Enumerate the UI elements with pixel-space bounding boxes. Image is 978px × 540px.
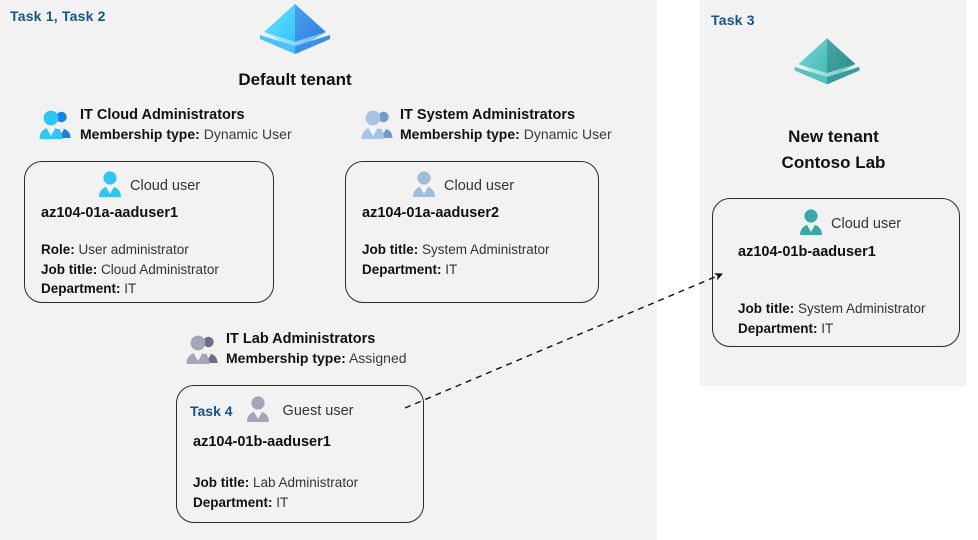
cloud-user-icon	[798, 208, 824, 240]
attr-label: Job title:	[193, 475, 250, 490]
attr-label: Job title:	[41, 261, 98, 277]
group-name: IT System Administrators	[400, 107, 576, 123]
attr-label: Job title:	[362, 242, 419, 257]
user-type-label: Cloud user	[444, 178, 515, 194]
group-users-icon-lab-admins	[185, 333, 221, 365]
attr-value: IT	[821, 320, 834, 336]
user-attributes: Role: User administrator Job title: Clou…	[41, 240, 219, 299]
attr-value: IT	[124, 281, 137, 296]
group-users-icon-system-admins	[360, 108, 396, 140]
user-attributes: Job title: System Administrator Departme…	[362, 240, 550, 279]
attribute-row: Department: IT	[193, 493, 358, 513]
attr-label: Department:	[41, 281, 121, 296]
task-label-4: Task 4	[190, 403, 233, 419]
user-attributes: Job title: System Administrator Departme…	[738, 299, 926, 338]
cloud-user-icon	[411, 170, 437, 202]
user-principal-name: az104-01a-aaduser1	[41, 205, 179, 221]
task-label-1-2: Task 1, Task 2	[10, 8, 106, 24]
user-card-az104-01b-aaduser1-cloud[interactable]: Cloud user az104-01b-aaduser1 Job title:…	[712, 198, 960, 347]
group-name: IT Cloud Administrators	[80, 107, 245, 123]
attr-value: User administrator	[78, 242, 189, 257]
membership-value: Assigned	[348, 350, 407, 366]
attr-label: Department:	[193, 494, 273, 510]
card-header: Cloud user	[411, 170, 514, 202]
new-tenant-name-line1: New tenant	[788, 127, 879, 146]
user-card-az104-01b-aaduser1-guest[interactable]: Task 4 Guest user az104-01b-aaduser1 Job…	[176, 385, 424, 523]
new-tenant-name-line2: Contoso Lab	[781, 153, 886, 172]
guest-user-icon	[245, 395, 271, 427]
attr-value: System Administrator	[422, 242, 550, 257]
cloud-user-icon	[97, 170, 123, 202]
group-membership: Membership type: Assigned	[226, 348, 407, 368]
user-card-az104-01a-aaduser1[interactable]: Cloud user az104-01a-aaduser1 Role: User…	[24, 161, 274, 303]
attr-value: Lab Administrator	[253, 475, 359, 490]
attribute-row: Job title: System Administrator	[362, 240, 550, 260]
card-header: Task 4 Guest user	[190, 395, 353, 427]
group-it-system-administrators: IT System Administrators Membership type…	[400, 106, 612, 144]
group-membership: Membership type: Dynamic User	[80, 124, 292, 144]
group-it-lab-administrators: IT Lab Administrators Membership type: A…	[226, 330, 407, 368]
card-header: Cloud user	[798, 208, 901, 240]
user-card-az104-01a-aaduser2[interactable]: Cloud user az104-01a-aaduser2 Job title:…	[345, 161, 599, 303]
attribute-row: Job title: System Administrator	[738, 299, 926, 319]
attribute-row: Job title: Lab Administrator	[193, 473, 358, 493]
membership-value: Dynamic User	[203, 126, 292, 142]
task-label-3: Task 3	[711, 12, 755, 28]
user-principal-name: az104-01b-aaduser1	[193, 434, 331, 450]
group-users-icon-cloud-admins	[38, 108, 74, 140]
user-attributes: Job title: Lab Administrator Department:…	[193, 473, 358, 512]
azure-tenant-pyramid-icon	[256, 2, 334, 64]
attr-label: Role:	[41, 242, 75, 257]
attribute-row: Role: User administrator	[41, 240, 219, 260]
attr-label: Department:	[362, 261, 442, 277]
membership-label: Membership type:	[80, 126, 200, 142]
attr-label: Job title:	[738, 301, 795, 316]
membership-value: Dynamic User	[523, 126, 612, 142]
attribute-row: Department: IT	[738, 319, 926, 339]
group-name: IT Lab Administrators	[226, 331, 376, 347]
user-type-label: Guest user	[282, 403, 354, 419]
card-header: Cloud user	[97, 170, 200, 202]
group-membership: Membership type: Dynamic User	[400, 124, 612, 144]
user-principal-name: az104-01b-aaduser1	[738, 244, 876, 260]
attr-value: IT	[276, 494, 289, 510]
membership-label: Membership type:	[226, 350, 346, 366]
user-type-label: Cloud user	[130, 178, 201, 194]
attr-value: Cloud Administrator	[101, 261, 219, 277]
attr-value: IT	[445, 261, 458, 277]
user-type-label: Cloud user	[831, 216, 902, 232]
new-tenant-pyramid-icon	[791, 36, 863, 94]
membership-label: Membership type:	[400, 126, 520, 142]
attr-label: Department:	[738, 320, 818, 336]
attribute-row: Department: IT	[41, 279, 219, 299]
user-principal-name: az104-01a-aaduser2	[362, 205, 500, 221]
group-it-cloud-administrators: IT Cloud Administrators Membership type:…	[80, 106, 292, 144]
default-tenant-name: Default tenant	[238, 70, 352, 89]
attribute-row: Job title: Cloud Administrator	[41, 260, 219, 280]
attr-value: System Administrator	[798, 301, 926, 316]
attribute-row: Department: IT	[362, 260, 550, 280]
